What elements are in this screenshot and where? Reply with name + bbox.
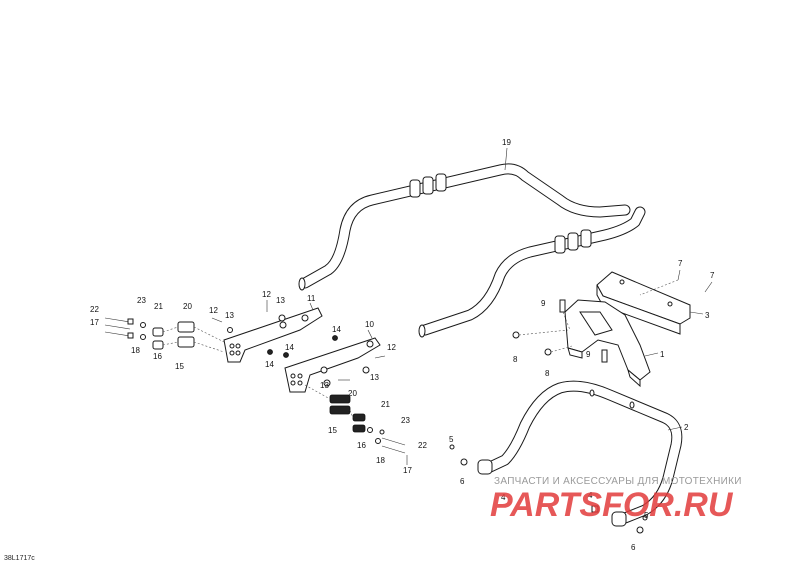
part-11-plate	[223, 302, 323, 363]
label-23: 23	[137, 296, 146, 305]
label-15: 15	[175, 362, 184, 371]
label-20: 20	[348, 389, 357, 398]
label-8: 8	[513, 355, 518, 364]
label-7: 7	[678, 259, 683, 268]
label-5: 5	[644, 511, 649, 520]
label-17: 17	[403, 466, 412, 475]
label-22: 22	[90, 305, 99, 314]
watermark-tagline: ЗАПЧАСТИ И АКСЕССУАРЫ ДЛЯ МОТОТЕХНИКИ	[494, 476, 742, 487]
label-13: 13	[320, 381, 329, 390]
watermark-brand: PARTSFOR.RU	[490, 486, 734, 524]
label-10: 10	[365, 320, 374, 329]
label-4: 4	[501, 493, 506, 502]
label-23: 23	[401, 416, 410, 425]
label-5: 5	[449, 435, 454, 444]
label-20: 20	[183, 302, 192, 311]
label-13: 13	[225, 311, 234, 320]
part-3-plate	[596, 271, 704, 335]
label-18: 18	[376, 456, 385, 465]
part-1-bracket	[564, 299, 659, 388]
label-12: 12	[209, 306, 218, 315]
label-4: 4	[588, 491, 593, 500]
label-9: 9	[586, 350, 591, 359]
label-14: 14	[285, 343, 294, 352]
label-19: 19	[502, 138, 511, 147]
label-13: 13	[276, 296, 285, 305]
label-7: 7	[710, 271, 715, 280]
clamp-group-right	[304, 384, 366, 433]
label-21: 21	[381, 400, 390, 409]
label-3: 3	[705, 311, 710, 320]
label-1: 1	[660, 350, 665, 359]
label-12: 12	[262, 290, 271, 299]
callout-labels: 19 7 7 3 9 9 8 8 1 2 5 6 4 4 5 6 22 23 2…	[90, 138, 715, 552]
label-15: 15	[328, 426, 337, 435]
label-12: 12	[387, 343, 396, 352]
label-11: 11	[307, 294, 316, 303]
label-14: 14	[332, 325, 341, 334]
clamp-group-left	[152, 321, 225, 353]
label-6: 6	[631, 543, 636, 552]
label-9: 9	[541, 299, 546, 308]
watermark: ЗАПЧАСТИ И АКСЕССУАРЫ ДЛЯ МОТОТЕХНИКИ PA…	[490, 476, 742, 524]
fasteners	[104, 269, 713, 534]
label-16: 16	[357, 441, 366, 450]
label-22: 22	[418, 441, 427, 450]
part-10-plate	[284, 329, 381, 393]
label-14: 14	[265, 360, 274, 369]
label-8: 8	[545, 369, 550, 378]
label-2: 2	[684, 423, 689, 432]
label-16: 16	[153, 352, 162, 361]
label-18: 18	[131, 346, 140, 355]
label-21: 21	[154, 302, 163, 311]
part-19-bar	[298, 147, 646, 338]
label-17: 17	[90, 318, 99, 327]
drawing-code: 38L1717c	[4, 555, 35, 562]
label-13: 13	[370, 373, 379, 382]
part-2-loop	[477, 380, 683, 527]
label-6: 6	[460, 477, 465, 486]
